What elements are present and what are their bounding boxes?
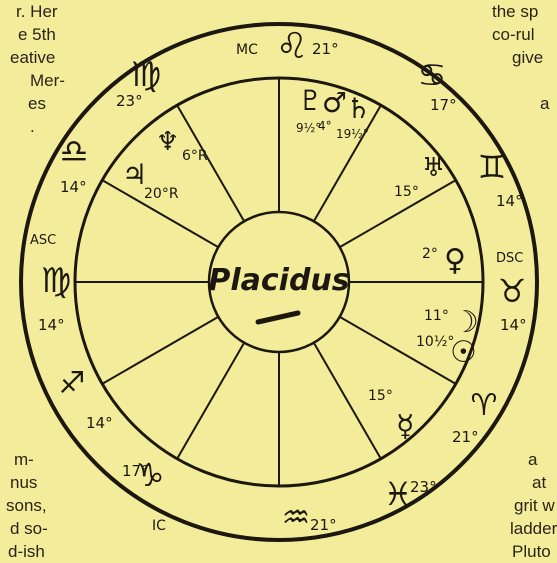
virgo-icon: ♍: [41, 261, 71, 301]
cusp-degree: 21°: [312, 40, 339, 58]
sagittarius-icon: ♐: [59, 366, 86, 401]
aries-icon: ♈: [471, 388, 498, 423]
cusp-degree: 14°: [496, 192, 523, 210]
gemini-icon: ♊: [478, 148, 507, 186]
libra-icon: ♎: [60, 132, 89, 170]
planet-degree: 20°R: [144, 186, 179, 202]
planet-degree: 11°: [424, 308, 449, 324]
cusp-degree: 23°: [410, 478, 437, 496]
planet-degree: 15°: [368, 388, 393, 404]
cusp-degree: 21°: [310, 516, 337, 534]
uranus-icon: ♅: [422, 153, 445, 183]
system-label: Placidus: [208, 263, 349, 298]
planet-degree: 6°R: [182, 148, 208, 164]
cusp-degree: 14°: [500, 316, 527, 334]
planet-degree: 2°: [422, 246, 438, 262]
aquarius-icon: ♒: [282, 498, 311, 536]
planet-degree: 10½°: [416, 334, 454, 350]
planet-degree: 4°: [318, 119, 332, 133]
asc-label: ASC: [30, 233, 56, 248]
pisces-icon: ♓: [384, 475, 413, 513]
planet-degree: 19½°: [336, 127, 369, 141]
pluto-icon: ♇: [298, 84, 323, 117]
cusp-degree: 14°: [38, 316, 65, 334]
cusp-degree: 14°: [86, 414, 113, 432]
mars-icon: ♂: [322, 86, 347, 119]
mercury-icon: ☿: [396, 409, 414, 444]
dsc-label: DSC: [496, 251, 523, 266]
cusp-degree: 14°: [60, 178, 87, 196]
venus-icon: ♀: [444, 243, 466, 278]
leo-icon: ♌: [276, 26, 308, 67]
neptune-icon: ♆: [156, 127, 179, 157]
virgo-icon: ♍: [131, 55, 161, 95]
planet-degree: 15°: [394, 184, 419, 200]
cusp-degree: 21°: [452, 428, 479, 446]
ic-label: IC: [152, 518, 166, 534]
saturn-icon: ♄: [346, 92, 371, 125]
cancer-icon: ♋: [418, 56, 447, 94]
cusp-degree: 17°: [430, 96, 457, 114]
cusp-degree: 23°: [116, 92, 143, 110]
taurus-icon: ♉: [498, 272, 527, 310]
cusp-degree: 17°: [122, 462, 149, 480]
mc-label: MC: [236, 42, 258, 58]
